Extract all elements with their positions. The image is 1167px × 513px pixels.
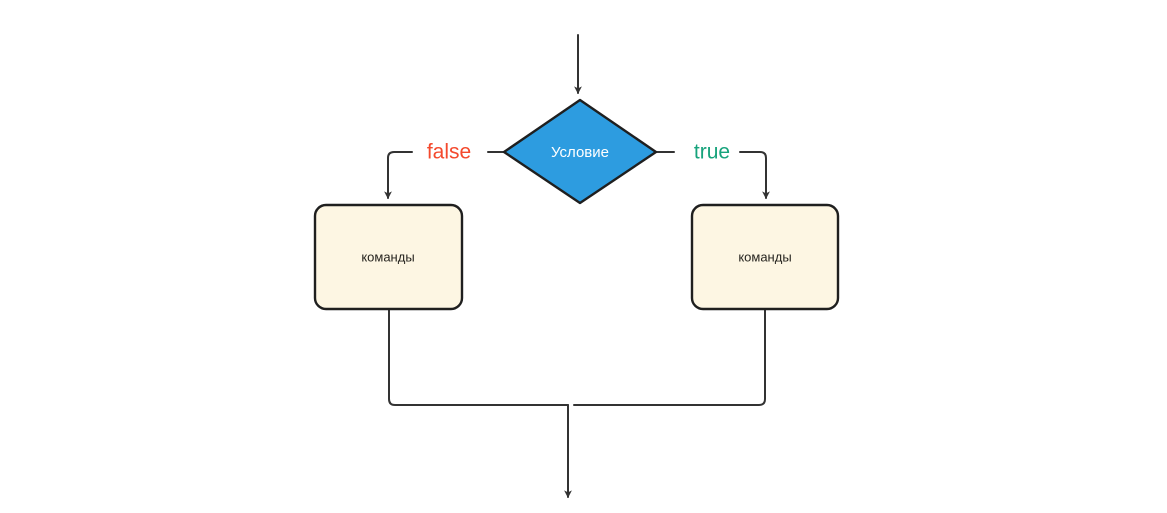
edge-merge-true <box>573 308 766 406</box>
edge-label-true: true <box>694 141 730 164</box>
edge-branch-true <box>739 151 770 200</box>
edge-merge-false <box>388 308 569 406</box>
process-true-label: команды <box>738 249 791 264</box>
node-process-true[interactable]: команды <box>690 203 840 311</box>
node-decision[interactable]: Условие <box>502 98 658 205</box>
process-false-label: команды <box>361 249 414 264</box>
process-true-box-shape <box>690 203 840 311</box>
node-process-false[interactable]: команды <box>313 203 464 311</box>
decision-diamond-shape <box>502 98 658 205</box>
edge-label-false: false <box>427 141 471 164</box>
edge-branch-false <box>384 151 413 200</box>
decision-label: Условие <box>551 144 609 161</box>
process-false-box-shape <box>313 203 464 311</box>
